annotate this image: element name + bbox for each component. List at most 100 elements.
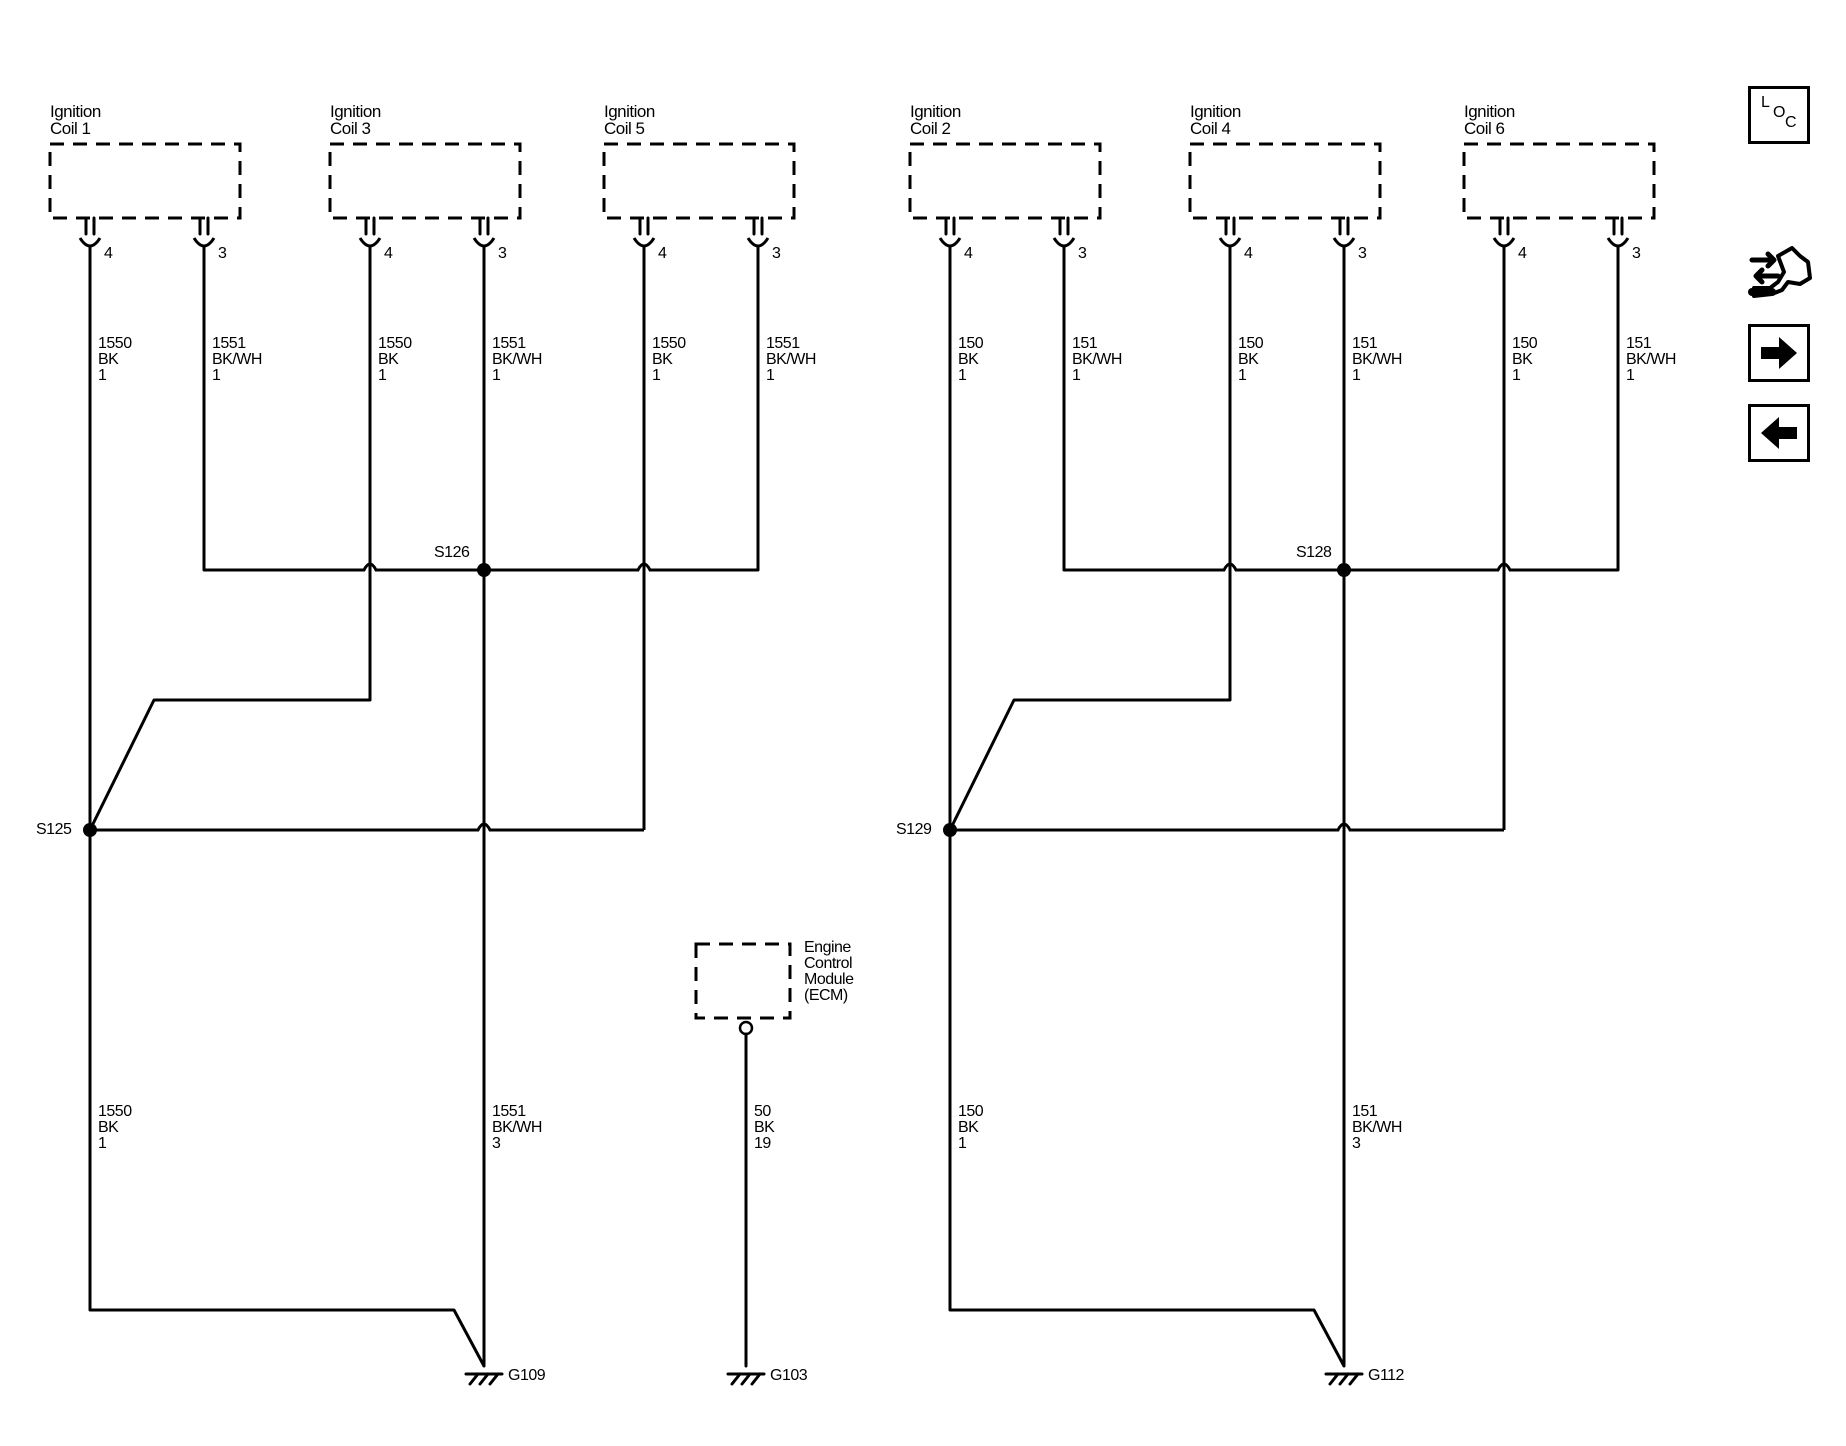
wire-1550-coil3 <box>88 246 372 831</box>
loc-icon: L O C <box>1751 89 1807 141</box>
next-page-button[interactable] <box>1748 324 1810 382</box>
wire-size: 1 <box>98 367 107 384</box>
wire-circuit: 151 <box>1072 335 1098 352</box>
ground-g109-hatch <box>478 1372 490 1386</box>
loc-letter-l: L <box>1761 94 1770 111</box>
ignition-coil-box <box>48 142 242 220</box>
wire-color: BK/WH <box>1072 351 1122 368</box>
pin-number: 4 <box>384 245 393 262</box>
wire-size: 1 <box>1072 367 1081 384</box>
wire-color: BK/WH <box>492 351 542 368</box>
pin-number: 4 <box>1244 245 1253 262</box>
wire-color: BK <box>1238 351 1259 368</box>
wire-circuit: 1550 <box>652 335 686 352</box>
wire-circuit: 1551 <box>492 335 526 352</box>
prev-page-button[interactable] <box>1748 404 1810 462</box>
wire-color: BK <box>98 351 119 368</box>
s128-splice <box>1337 563 1351 577</box>
wire-color: BK/WH <box>1626 351 1676 368</box>
bus-s126 <box>204 562 758 572</box>
wire-size: 1 <box>1626 367 1635 384</box>
wire-size: 1 <box>492 367 501 384</box>
pin-number: 3 <box>772 245 781 262</box>
wire-circuit: 150 <box>958 335 984 352</box>
wire-circuit: 1550 <box>378 335 412 352</box>
loc-button[interactable]: L O C <box>1748 86 1810 144</box>
ground-g109-hatch <box>488 1372 500 1386</box>
ground-g109-hatch <box>468 1372 480 1386</box>
bus-s125 <box>90 822 644 832</box>
wire-color: BK <box>1512 351 1533 368</box>
wire-to-g109 <box>90 1308 486 1367</box>
wire-circuit: 50 <box>754 1103 771 1120</box>
wire-circuit: 151 <box>1352 1103 1378 1120</box>
pin-number: 4 <box>964 245 973 262</box>
ground-g103-hatch <box>750 1372 762 1386</box>
pin-number: 3 <box>1358 245 1367 262</box>
wire-to-g112 <box>950 1308 1346 1367</box>
splice-label-s128: S128 <box>1296 544 1332 561</box>
wire-circuit: 151 <box>1352 335 1378 352</box>
s125-splice <box>83 823 97 837</box>
ignition-coil-box <box>602 142 796 220</box>
connector-pin <box>1492 237 1516 248</box>
wire-color: BK/WH <box>212 351 262 368</box>
wire-color: BK <box>754 1119 775 1136</box>
ground-label-g112: G112 <box>1368 1367 1404 1384</box>
wire-color: BK <box>378 351 399 368</box>
wire-size: 1 <box>958 367 967 384</box>
wire-color: BK <box>652 351 673 368</box>
ignition-coil-box <box>1462 142 1656 220</box>
splice-label-s129: S129 <box>896 821 932 838</box>
ground-g112-hatch <box>1338 1372 1350 1386</box>
wire-circuit: 1551 <box>492 1103 526 1120</box>
wire-size: 1 <box>1512 367 1521 384</box>
ground-g103-hatch <box>740 1372 752 1386</box>
ground-label-g103: G103 <box>770 1367 808 1384</box>
wire-circuit: 1550 <box>98 335 132 352</box>
wire-circuit: 151 <box>1626 335 1652 352</box>
connector-pin <box>1218 237 1242 248</box>
pin-number: 4 <box>1518 245 1527 262</box>
pin-number: 3 <box>1078 245 1087 262</box>
wire-150-coil4 <box>948 246 1232 831</box>
wire-circuit: 1551 <box>766 335 800 352</box>
bus-s129 <box>950 822 1504 832</box>
bus-s128 <box>1064 562 1618 572</box>
wire-circuit: 1551 <box>212 335 246 352</box>
loc-letter-c: C <box>1785 114 1797 131</box>
wire-size: 1 <box>958 1135 967 1152</box>
ground-g112-hatch <box>1348 1372 1360 1386</box>
pin-number: 4 <box>104 245 113 262</box>
tool-button[interactable] <box>1748 242 1814 306</box>
wire-circuit: 150 <box>1512 335 1538 352</box>
splice-label-s126: S126 <box>434 544 470 561</box>
ecm-box <box>694 942 792 1020</box>
pin-number: 3 <box>218 245 227 262</box>
s126-splice <box>477 563 491 577</box>
ground-g103-hatch <box>730 1372 742 1386</box>
wire-size: 1 <box>1238 367 1247 384</box>
pin-number: 4 <box>658 245 667 262</box>
ignition-coil-box <box>908 142 1102 220</box>
wire-circuit: 150 <box>958 1103 984 1120</box>
